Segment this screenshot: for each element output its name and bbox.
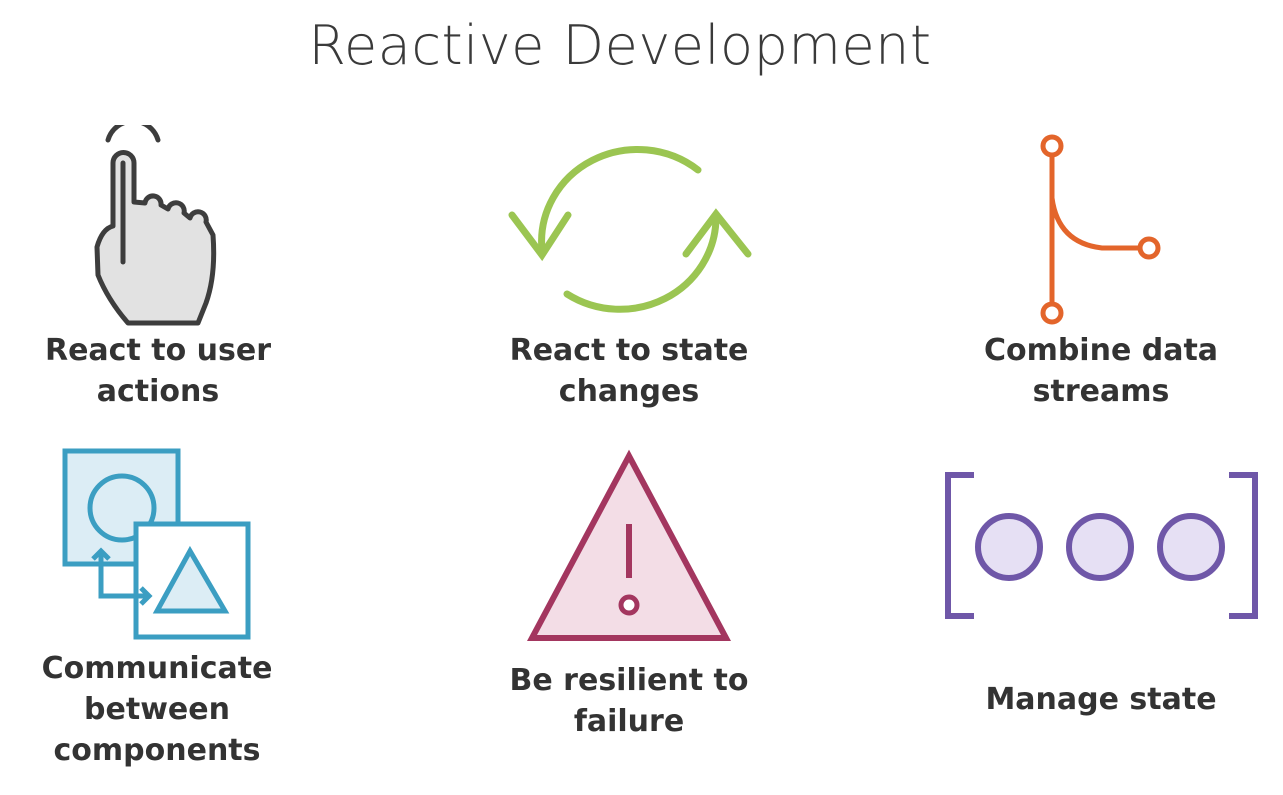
pointing-hand-icon — [94, 125, 217, 326]
caption-resilient-failure: Be resilient to failure — [509, 663, 749, 739]
caption-react-state-changes: React to state changes — [509, 333, 749, 409]
branch-merge-icon — [1040, 134, 1161, 325]
caption-combine-data-streams: Combine data streams — [983, 333, 1219, 409]
caption-communicate-components: Communicate between components — [41, 651, 273, 768]
component-link-icon — [62, 448, 251, 640]
bracketed-circles-icon — [945, 472, 1258, 619]
slide-title: Reactive Development — [308, 14, 932, 77]
caption-manage-state: Manage state — [985, 682, 1217, 717]
caption-react-user-actions: React to user actions — [44, 333, 271, 409]
warning-triangle-icon — [527, 449, 731, 641]
refresh-cycle-icon — [508, 146, 752, 313]
